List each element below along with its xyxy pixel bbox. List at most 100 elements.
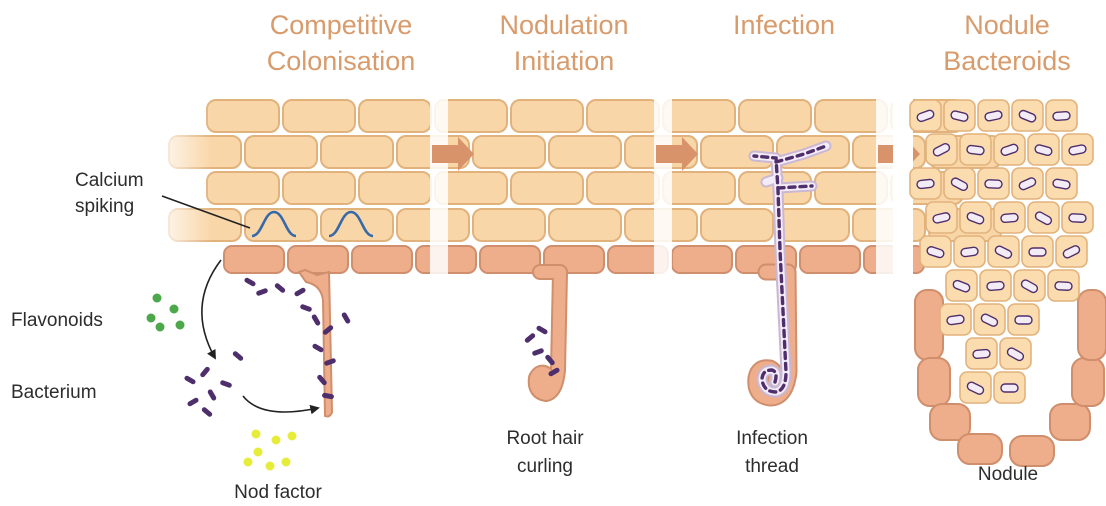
epidermis-cell xyxy=(672,246,732,273)
bacteroid xyxy=(1001,384,1018,392)
nod-factor xyxy=(272,436,281,445)
epidermis-cell xyxy=(480,246,540,273)
cortex-cell xyxy=(207,172,279,204)
flavonoid xyxy=(153,294,162,303)
cortex-cell xyxy=(207,100,279,132)
cortex-cell xyxy=(473,136,545,168)
label-nodule: Nodule xyxy=(978,464,1038,485)
label-nod-factor: Nod factor xyxy=(234,482,322,503)
cortex-cell xyxy=(511,172,583,204)
bacteroid xyxy=(1069,214,1086,223)
bacteroid xyxy=(1055,282,1072,291)
nod-factor xyxy=(252,430,261,439)
bacteroid xyxy=(1001,213,1019,222)
stage-title-nodulation: Nodulation xyxy=(499,10,628,40)
bacteroid xyxy=(917,179,935,189)
stage-title-colonisation: Colonisation xyxy=(267,46,416,76)
epidermis-cell xyxy=(800,246,860,273)
nod-factor xyxy=(282,458,291,467)
flavonoid-molecules xyxy=(147,294,185,332)
epidermis-cell xyxy=(288,246,348,273)
cortex-cell xyxy=(359,100,431,132)
flavonoid xyxy=(156,323,165,332)
stage-title-bacteroids: Bacteroids xyxy=(943,46,1071,76)
stage-titles: Competitive Colonisation Nodulation Init… xyxy=(267,10,1071,76)
nod-factor xyxy=(266,462,275,471)
bacterium xyxy=(201,406,213,418)
root-hair-curled-fill xyxy=(536,272,560,394)
stage-title-infection: Infection xyxy=(733,10,835,40)
left-fade xyxy=(150,92,212,282)
bacterium xyxy=(232,350,244,362)
bacterium xyxy=(532,348,545,357)
bacterium xyxy=(184,375,197,385)
panel-gap xyxy=(654,92,672,282)
bacterium xyxy=(536,325,549,335)
flavonoid xyxy=(147,314,156,323)
cortex-cell xyxy=(359,172,431,204)
bacterium xyxy=(312,343,325,353)
root-epidermis xyxy=(224,246,924,273)
cortex-cell xyxy=(777,209,849,241)
label-curling: curling xyxy=(517,456,573,477)
bacteroid xyxy=(973,349,991,358)
label-root-hair: Root hair xyxy=(506,428,584,449)
bacteroid xyxy=(961,247,979,257)
bacteria xyxy=(184,277,561,418)
nod-factor xyxy=(288,432,297,441)
cortex-cell xyxy=(511,100,583,132)
label-bacterium: Bacterium xyxy=(11,382,97,403)
bacteroid xyxy=(1053,111,1071,120)
signalling-arrows xyxy=(202,260,318,412)
cortex-cell xyxy=(701,209,773,241)
stage-title-nodule: Nodule xyxy=(964,10,1050,40)
bacteroid xyxy=(967,145,985,155)
cortex-cell xyxy=(663,100,735,132)
cortex-cell xyxy=(739,100,811,132)
bacterium xyxy=(187,397,200,407)
nodule-outer-cell xyxy=(1078,290,1106,360)
nodule-outer-cell xyxy=(918,358,950,406)
bacterium xyxy=(294,287,307,297)
nodule-outer-cell xyxy=(1010,436,1054,466)
cortex-cell xyxy=(473,209,545,241)
cortex-cell xyxy=(245,136,317,168)
label-thread: thread xyxy=(745,456,799,477)
label-spiking: spiking xyxy=(75,196,134,217)
bacterium xyxy=(274,282,286,294)
nod-factor-signal-arrow xyxy=(243,396,318,412)
cortex-cell xyxy=(283,172,355,204)
bacteroid xyxy=(1015,316,1032,324)
nodule-outer-cell xyxy=(915,290,943,360)
nod-factor-molecules xyxy=(244,430,297,471)
epidermis-cell xyxy=(352,246,412,273)
label-infection: Infection xyxy=(736,428,808,449)
cortex-cell xyxy=(549,209,621,241)
flavonoid xyxy=(170,305,179,314)
flavonoid xyxy=(176,321,185,330)
cortex-cell xyxy=(587,172,659,204)
bacteroid xyxy=(1029,248,1046,256)
panel-gap xyxy=(876,92,894,282)
bacteroid xyxy=(987,281,1005,290)
label-calcium: Calcium xyxy=(75,170,144,191)
cortex-cell xyxy=(321,136,393,168)
stage-title-competitive: Competitive xyxy=(270,10,413,40)
bacterium xyxy=(199,366,211,378)
nodule-outer-cell xyxy=(958,434,1002,464)
nodule-outer-cell xyxy=(1050,404,1090,440)
root-hairs xyxy=(299,270,789,417)
cortex-cell xyxy=(587,100,659,132)
stage-title-initiation: Initiation xyxy=(514,46,615,76)
cortex-cell xyxy=(663,172,735,204)
bacterium xyxy=(524,332,536,344)
bacterium xyxy=(244,277,257,287)
bacterium xyxy=(256,288,269,297)
label-flavonoids: Flavonoids xyxy=(11,310,103,331)
nodule-outer-cell xyxy=(1072,358,1104,406)
bacterium xyxy=(300,304,313,313)
bacterium xyxy=(220,380,233,389)
cortex-cell xyxy=(549,136,621,168)
bacterium xyxy=(311,314,321,327)
bacteroid xyxy=(985,180,1002,189)
